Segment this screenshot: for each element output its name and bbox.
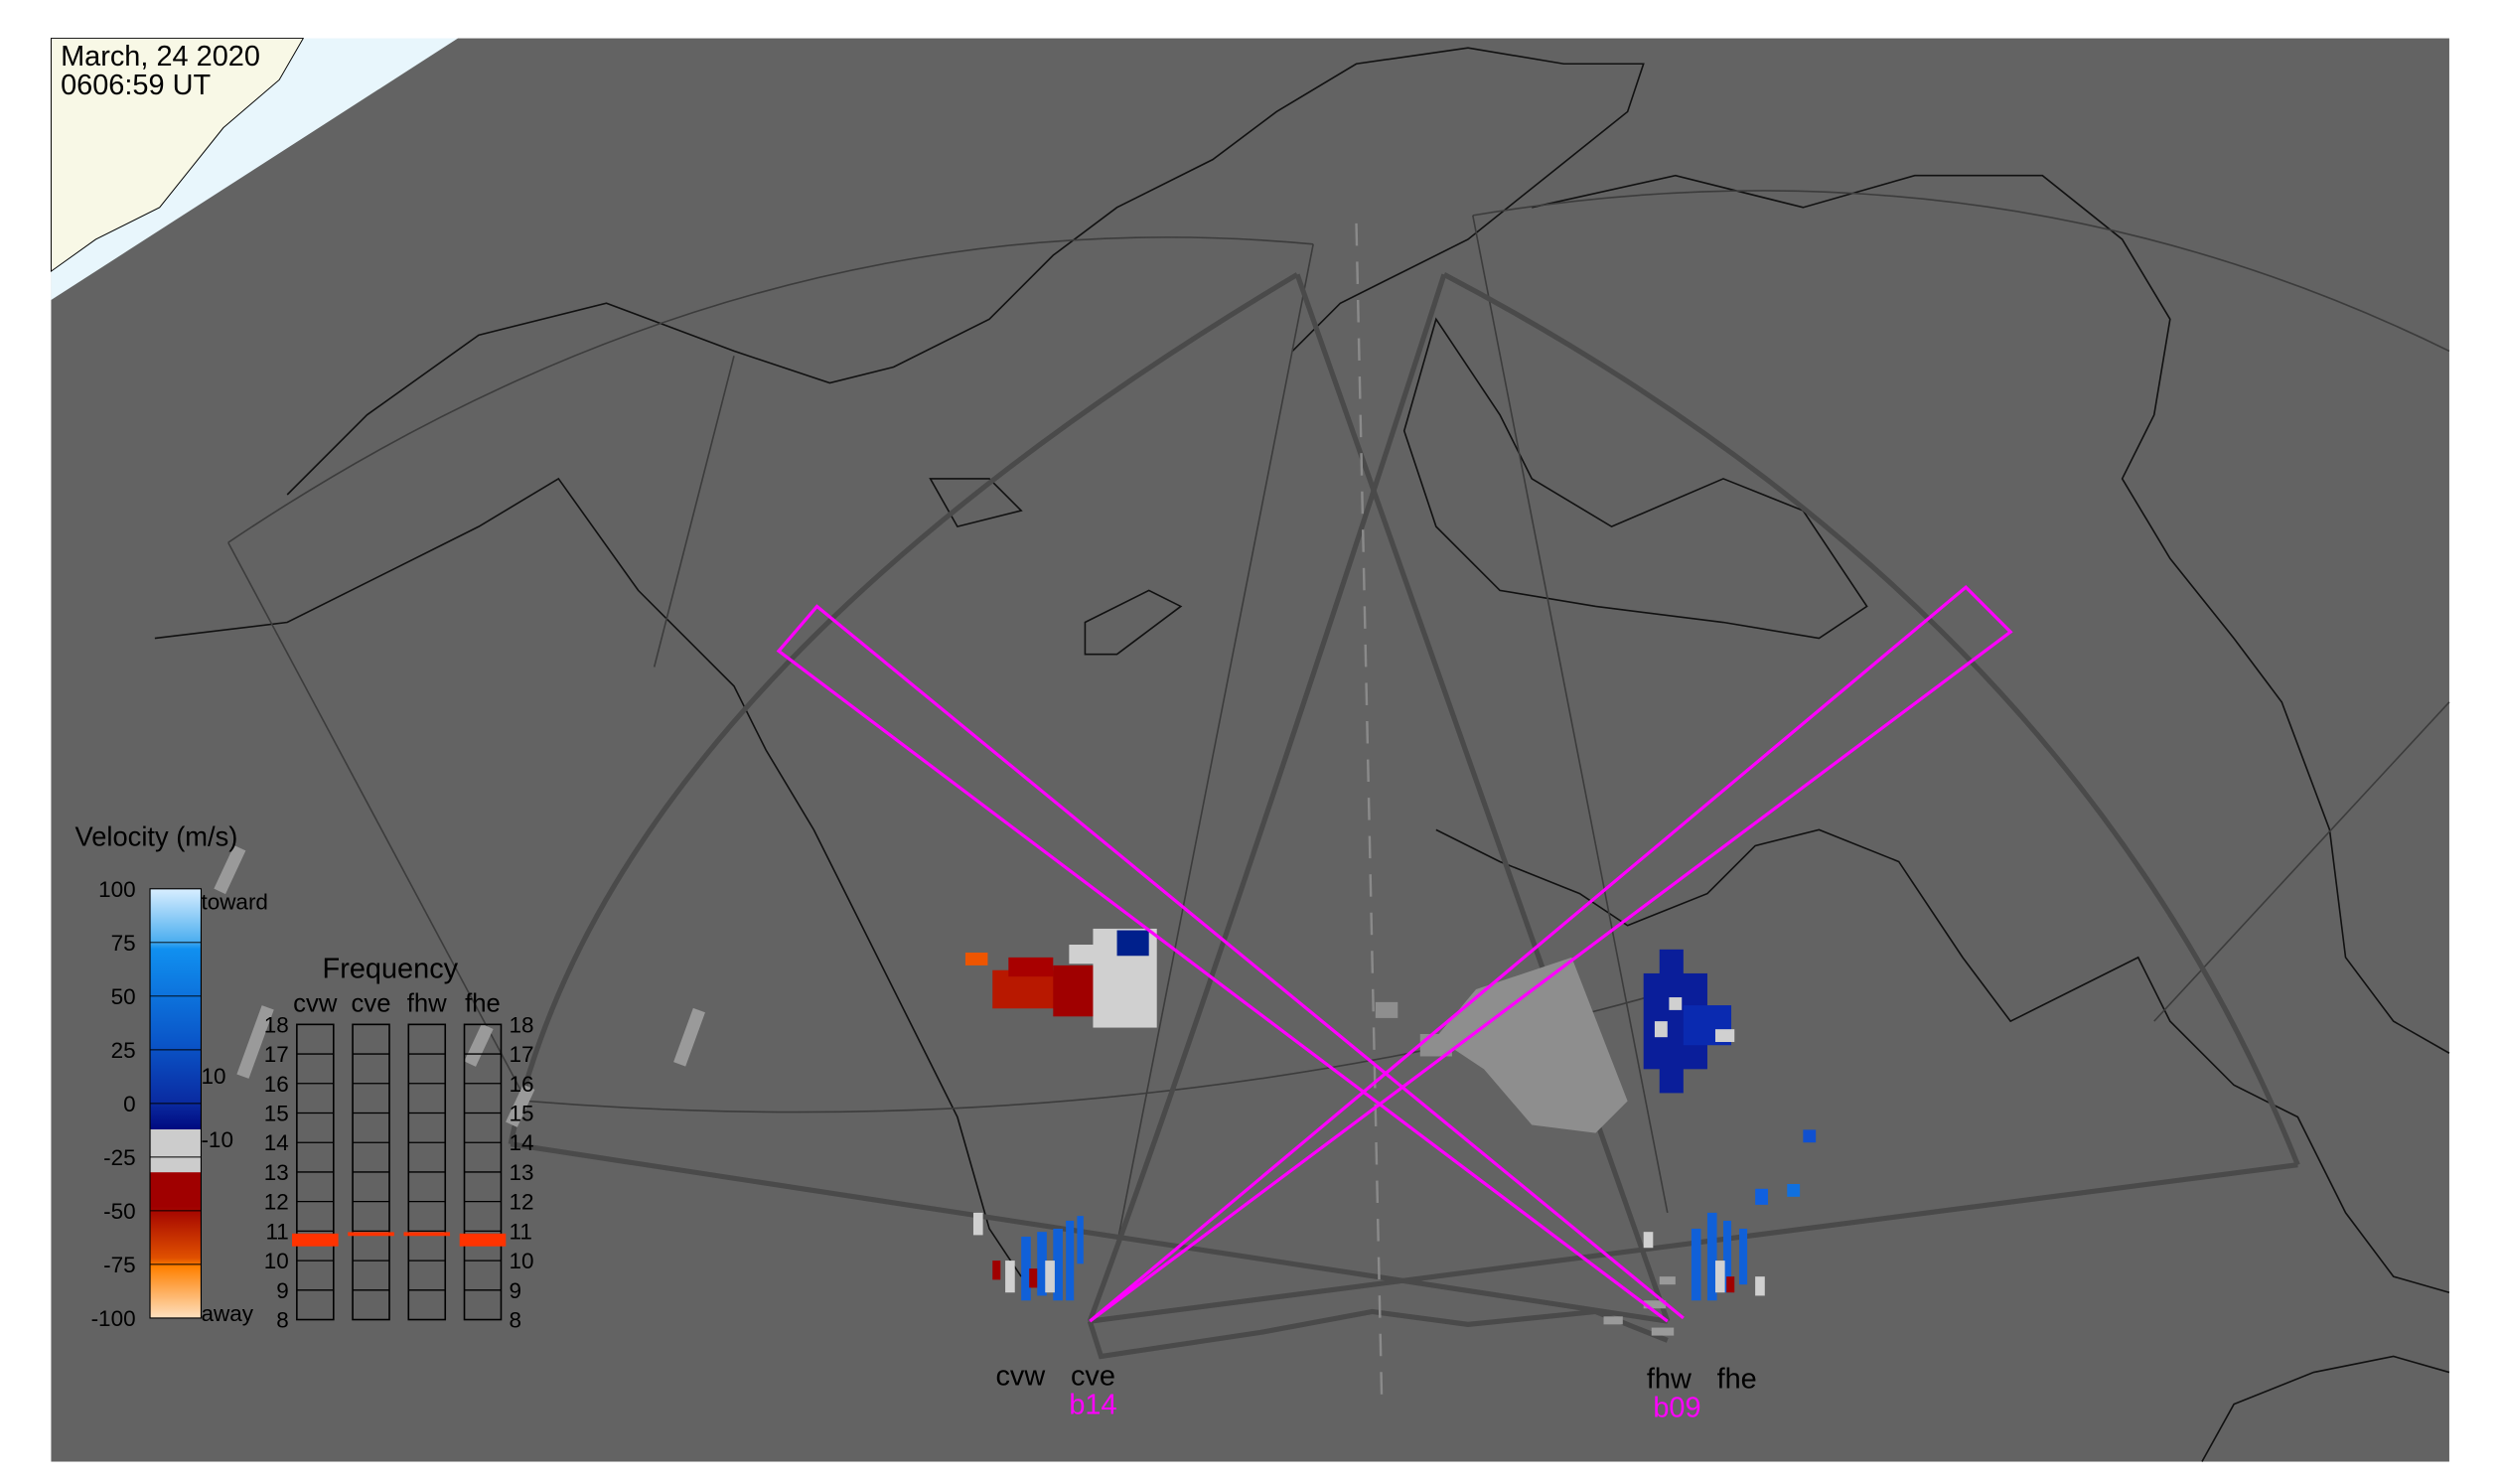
frequency-tick-left: 17	[264, 1042, 289, 1067]
velocity-tick-label: 25	[111, 1038, 136, 1063]
frequency-tick-left: 9	[276, 1278, 289, 1303]
frequency-tick-right: 13	[510, 1160, 534, 1185]
daylight-land	[50, 38, 305, 273]
beam-outlines	[776, 584, 2013, 1323]
velocity-legend-title: Velocity (m/s)	[75, 820, 238, 851]
frequency-tick-right: 15	[510, 1102, 534, 1126]
frequency-tick-right: 14	[510, 1130, 534, 1155]
velocity-tick-label: -75	[103, 1253, 136, 1277]
fov-thin-outlines	[227, 190, 2450, 1246]
radar-label-fhe: fhe	[1717, 1364, 1757, 1396]
frequency-tick-right: 17	[510, 1042, 534, 1067]
velocity-tick-label: -100	[91, 1306, 136, 1331]
frequency-marker-fhe	[459, 1233, 507, 1247]
radar-label-cvw: cvw	[995, 1360, 1045, 1392]
coastlines	[154, 47, 2450, 1462]
frequency-tick-right: 10	[510, 1249, 534, 1273]
frequency-tick-left: 14	[264, 1130, 289, 1155]
frequency-tick-right: 8	[510, 1308, 522, 1333]
frequency-tick-left: 11	[265, 1219, 288, 1244]
velocity-tick-label: 100	[98, 877, 136, 902]
radar-label-fhw: fhw	[1647, 1364, 1692, 1396]
velocity-tick-label: 0	[123, 1092, 136, 1116]
frequency-radar-label: fhe	[465, 989, 501, 1017]
frequency-tick-left: 10	[264, 1249, 289, 1273]
toward-label: toward	[201, 890, 268, 915]
velocity-tick-label: 75	[111, 931, 136, 956]
frequency-tick-right: 11	[510, 1219, 532, 1244]
frequency-radar-label: fhw	[407, 989, 447, 1017]
frequency-marker-cvw	[292, 1233, 339, 1247]
frequency-marker-cve	[348, 1232, 394, 1237]
velocity-legend: Velocity (m/s) 100 75 50 25 0 -25 -50 -75 -100 t…	[75, 820, 268, 1331]
date-label: March, 24 2020	[61, 41, 260, 73]
frequency-title: Frequency	[323, 954, 459, 985]
velocity-tick-label: -25	[103, 1145, 136, 1170]
frequency-tick-left: 8	[276, 1308, 289, 1333]
frequency-tick-left: 18	[264, 1012, 289, 1037]
frequency-tick-left: 13	[264, 1160, 289, 1185]
dashed-meridian	[1355, 223, 1384, 1405]
frequency-tick-left: 16	[264, 1072, 289, 1097]
map-background	[51, 38, 2449, 1462]
away-label: away	[201, 1301, 253, 1326]
frequency-tick-right: 12	[510, 1190, 534, 1215]
frequency-radar-label: cve	[352, 989, 391, 1017]
threshold-pos-label: 10	[201, 1064, 225, 1089]
beam-label-cv: b14	[1069, 1389, 1116, 1420]
radar-label-cve: cve	[1071, 1360, 1115, 1392]
velocity-tick-label: 50	[111, 984, 136, 1009]
scatter-echoes	[214, 844, 1817, 1336]
time-label: 0606:59 UT	[61, 70, 211, 101]
frequency-tick-right: 18	[510, 1012, 534, 1037]
velocity-tick-label: -50	[103, 1199, 136, 1224]
frequency-tick-left: 12	[264, 1190, 289, 1215]
threshold-neg-label: -10	[201, 1127, 232, 1152]
frequency-marker-fhw	[403, 1232, 451, 1237]
beam-label-fh: b09	[1653, 1393, 1700, 1424]
frequency-tick-right: 16	[510, 1072, 534, 1097]
frequency-tick-right: 9	[510, 1278, 522, 1303]
frequency-tick-left: 15	[264, 1102, 289, 1126]
frequency-radar-label: cvw	[293, 989, 338, 1017]
